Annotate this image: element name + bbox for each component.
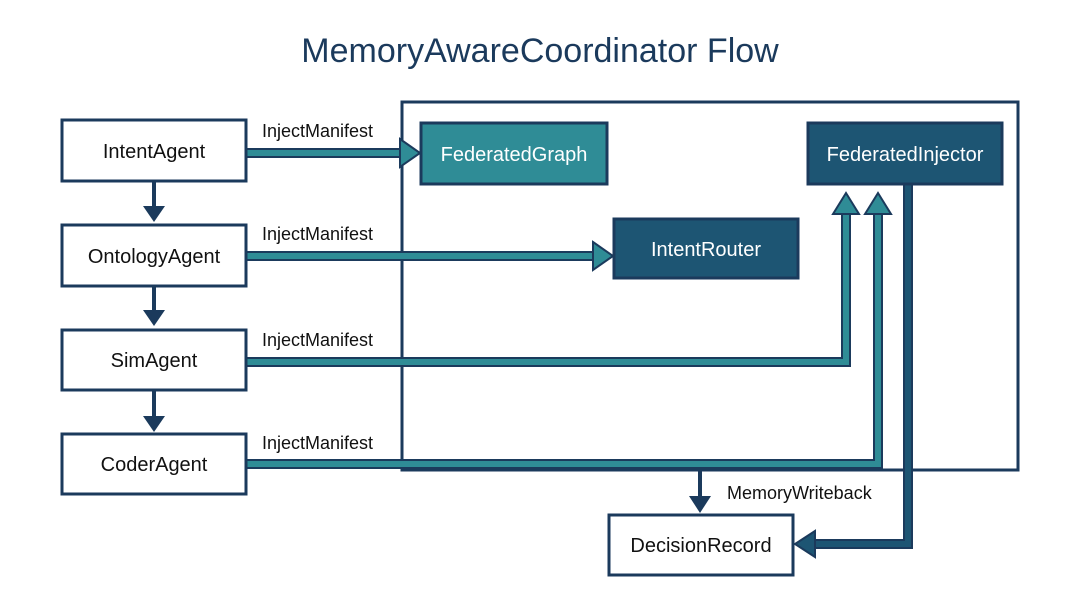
injector-to-record-arrow [793,185,913,559]
node-federated-injector[interactable]: FederatedInjector [806,121,1004,186]
edge-label-inject-3: InjectManifest [262,330,373,350]
node-coder-agent-label: CoderAgent [101,454,208,476]
edge-label-memory-writeback: MemoryWriteback [727,483,873,503]
memory-writeback-arrow [689,470,711,513]
diagram-title: MemoryAwareCoordinator Flow [301,32,779,70]
arrow-sim-to-coder-head [143,416,165,432]
node-sim-agent[interactable]: SimAgent [60,328,248,392]
arrow-intent-to-ontology-head [143,206,165,222]
arrow-sim-to-injector-shaft [246,211,849,365]
node-decision-record-label: DecisionRecord [630,535,771,557]
coordinator-container [400,100,1020,472]
arrow-injector-to-record-head [793,529,816,559]
arrow-intent-to-graph-head [399,137,422,169]
arrow-ontology-to-sim-head [143,310,165,326]
arrow-ontology-to-router-head [592,240,615,272]
node-federated-injector-label: FederatedInjector [827,144,984,166]
node-intent-agent[interactable]: IntentAgent [60,118,248,183]
arrow-coder-to-injector-head [863,191,893,215]
edge-label-inject-2: InjectManifest [262,224,373,244]
edge-label-inject-1: InjectManifest [262,121,373,141]
node-ontology-agent[interactable]: OntologyAgent [60,223,248,288]
node-ontology-agent-label: OntologyAgent [88,246,221,268]
arrow-coder-to-injector-shaft [246,211,881,467]
inject-manifest-arrows [246,137,893,469]
arrow-injector-to-record-shaft [812,185,911,547]
node-intent-router-label: IntentRouter [651,239,761,261]
edge-label-inject-4: InjectManifest [262,433,373,453]
node-coder-agent[interactable]: CoderAgent [60,432,248,496]
node-federated-graph[interactable]: FederatedGraph [419,121,609,186]
node-intent-agent-label: IntentAgent [103,141,206,163]
arrow-sim-to-injector-head [831,191,861,215]
node-sim-agent-label: SimAgent [111,350,198,372]
agent-sequence-arrows [143,182,165,432]
node-federated-graph-label: FederatedGraph [441,144,588,166]
node-decision-record[interactable]: DecisionRecord [607,513,795,577]
arrow-writeback-head [689,496,711,513]
node-intent-router[interactable]: IntentRouter [612,217,800,280]
